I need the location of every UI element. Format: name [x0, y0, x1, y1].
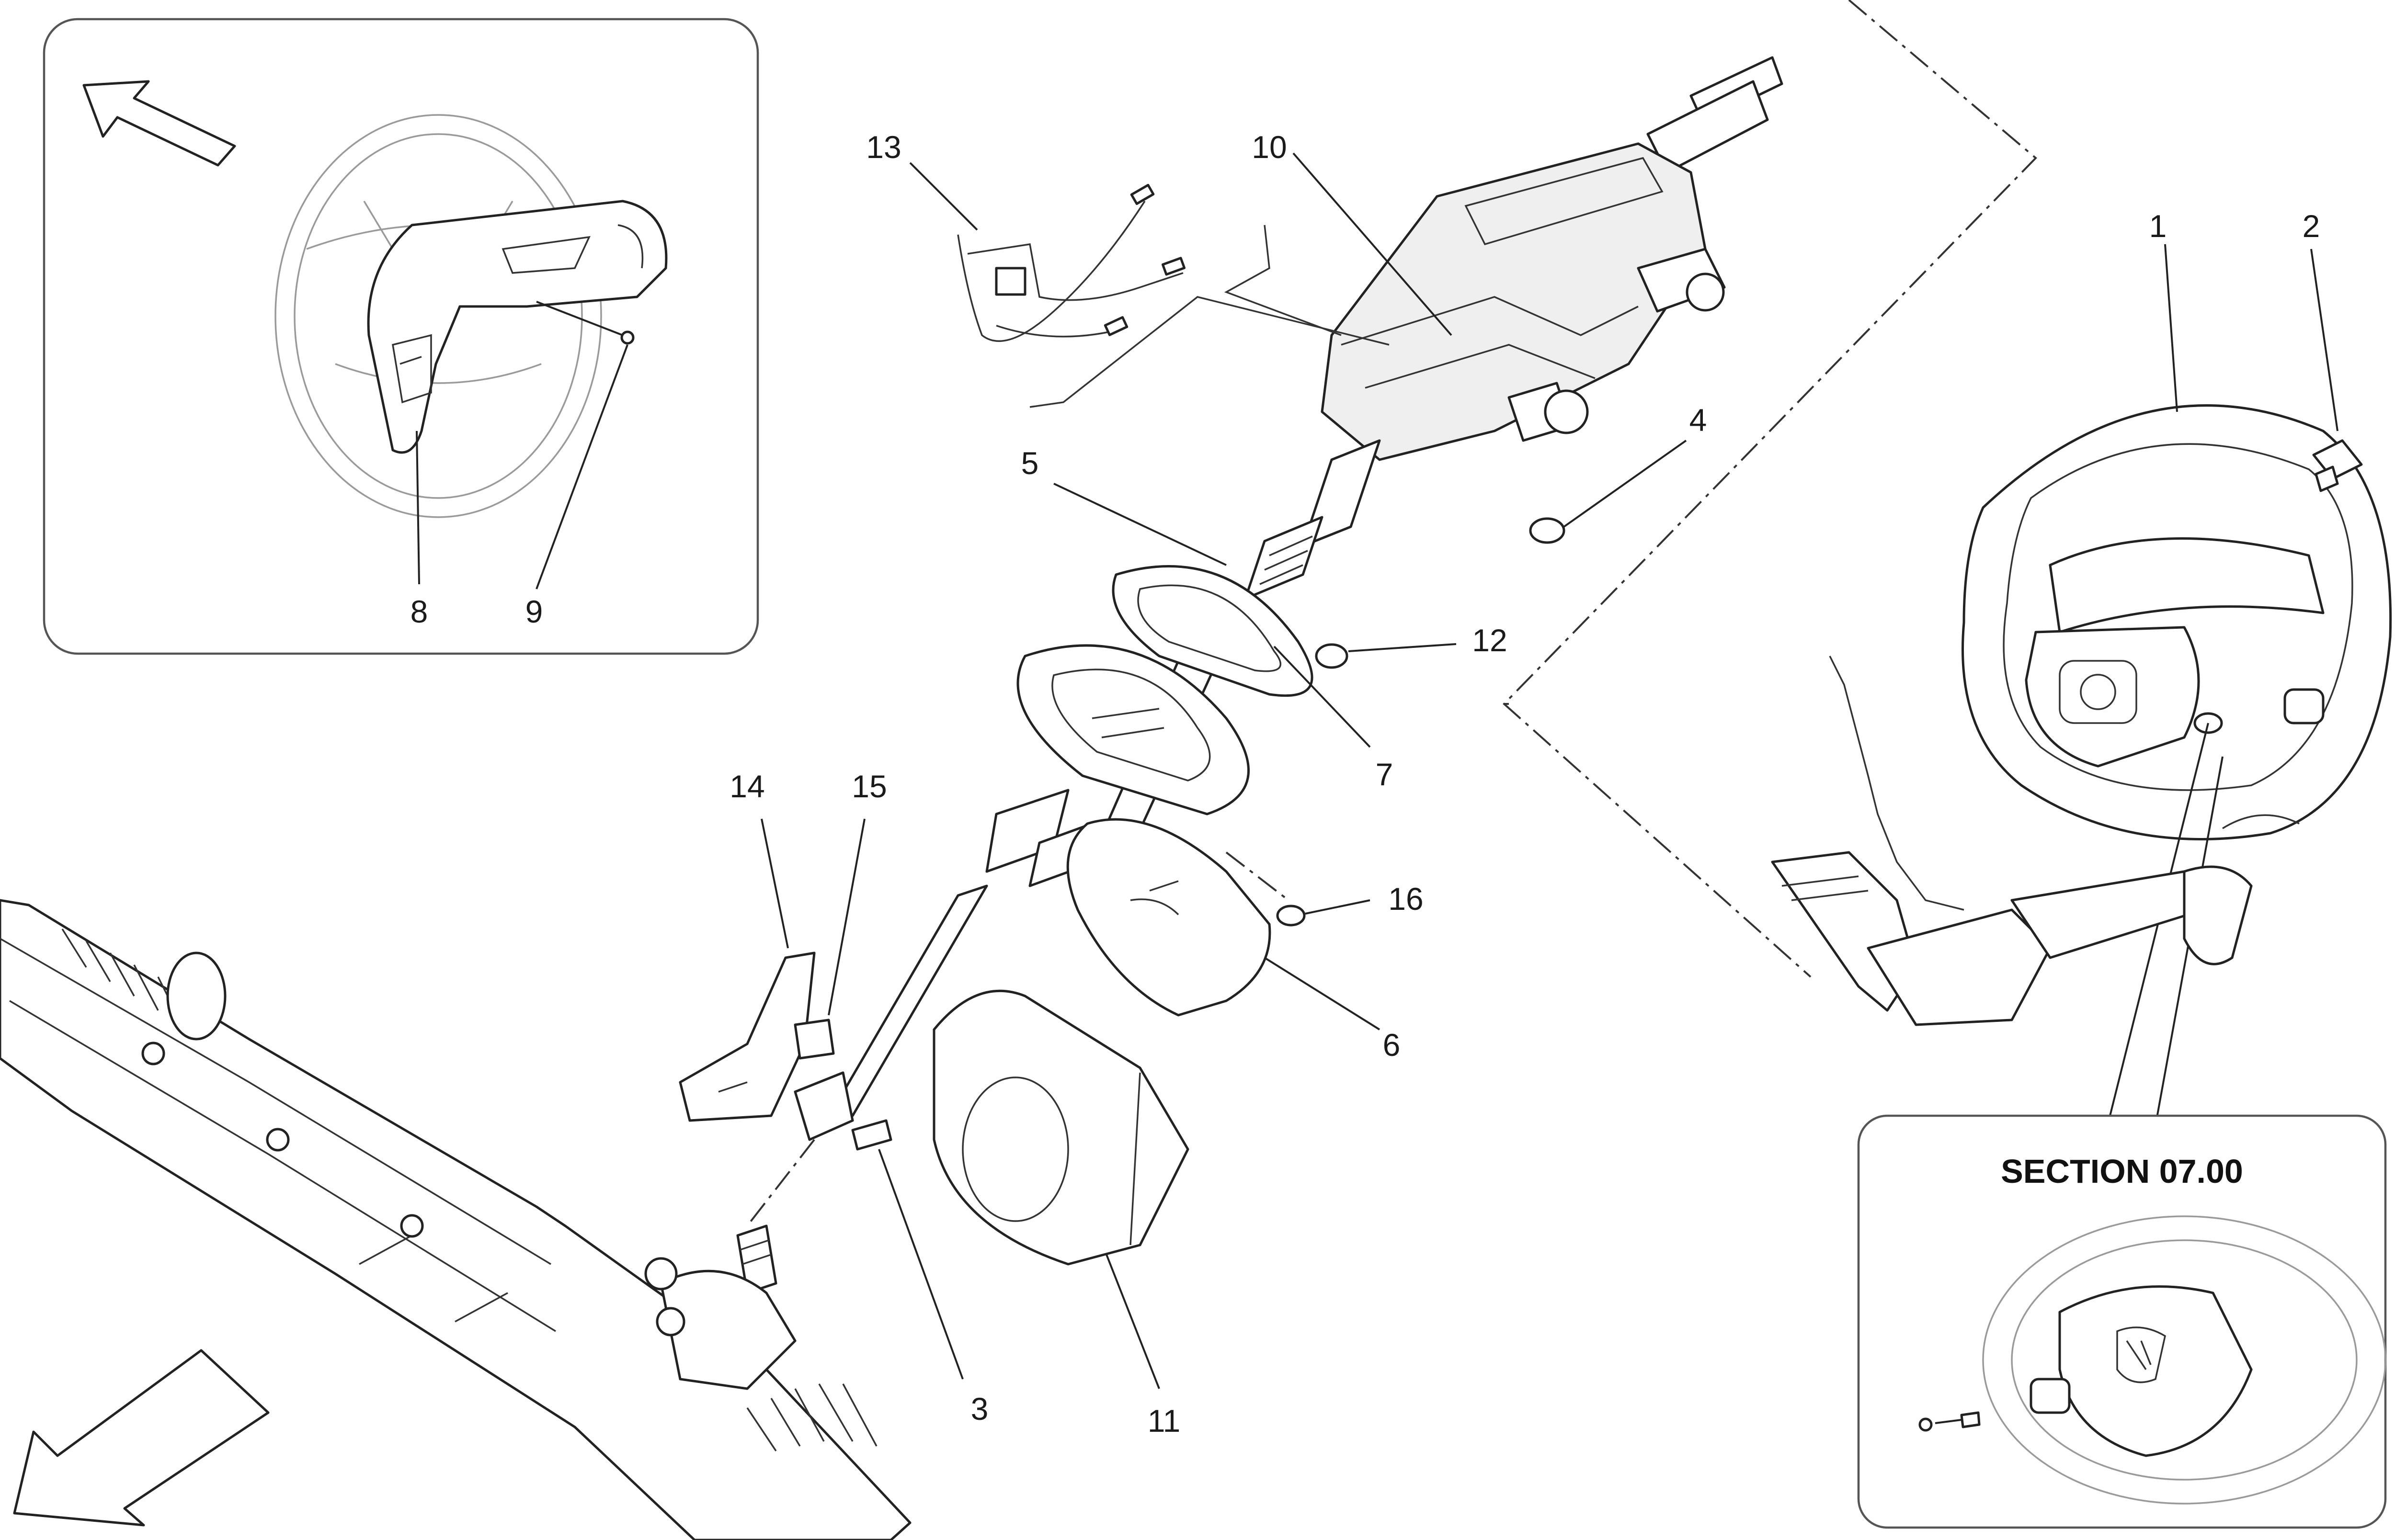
callout-10-group: 10	[1029, 129, 1452, 408]
steering-wheel-controls-inset: 8 9	[43, 18, 759, 655]
callout-5: 5	[1021, 445, 1039, 481]
direction-arrow-icon	[13, 1349, 270, 1527]
control-pad-part-8	[367, 200, 668, 454]
callout-11: 11	[1148, 1403, 1181, 1438]
wiring-harness-part-13: 13	[866, 129, 1186, 342]
section-label: SECTION 07.00	[2001, 1153, 2243, 1190]
nut-part-12: 12	[1315, 623, 1507, 669]
dashed-assembly-outline	[1503, 0, 2037, 978]
callout-10: 10	[1252, 129, 1287, 165]
callout-8: 8	[411, 594, 428, 629]
callout-12: 12	[1472, 623, 1507, 658]
steering-wheel-part-1: 1	[1962, 208, 2392, 1126]
wheel-mounting-bracket	[1771, 656, 2253, 1026]
direction-arrow-icon	[82, 80, 236, 167]
bracket-part-14: 14	[679, 769, 816, 1122]
callout-2: 2	[2303, 208, 2320, 244]
callout-14: 14	[730, 769, 764, 804]
ring-part-5: 5	[1021, 445, 1313, 697]
callout-3: 3	[971, 1391, 989, 1427]
bolt-part-3: 3	[851, 1119, 989, 1427]
nut-part-16: 16	[1276, 881, 1424, 927]
steering-rack-assembly	[0, 899, 912, 1540]
boot-part-7: 7	[1016, 644, 1393, 815]
clip-part-15: 15	[794, 769, 887, 1060]
callout-15: 15	[852, 769, 887, 804]
section-steering-wheel-thumbnail	[1918, 1215, 2386, 1505]
nut-part-4: 4	[1529, 402, 1707, 544]
callout-6: 6	[1383, 1027, 1401, 1063]
callout-9: 9	[525, 594, 543, 629]
screw-part-9	[620, 330, 635, 345]
callout-7: 7	[1376, 757, 1393, 792]
callout-13: 13	[866, 129, 901, 165]
column-cover-part-11: 11	[933, 989, 1189, 1438]
section-reference-panel: SECTION 07.00	[1857, 1114, 2387, 1529]
callout-1: 1	[2149, 208, 2167, 244]
callout-16: 16	[1388, 881, 1423, 917]
cover-part-6: 6	[1066, 818, 1401, 1063]
callout-4: 4	[1689, 402, 1707, 438]
screw-part-2: 2	[2303, 208, 2363, 492]
